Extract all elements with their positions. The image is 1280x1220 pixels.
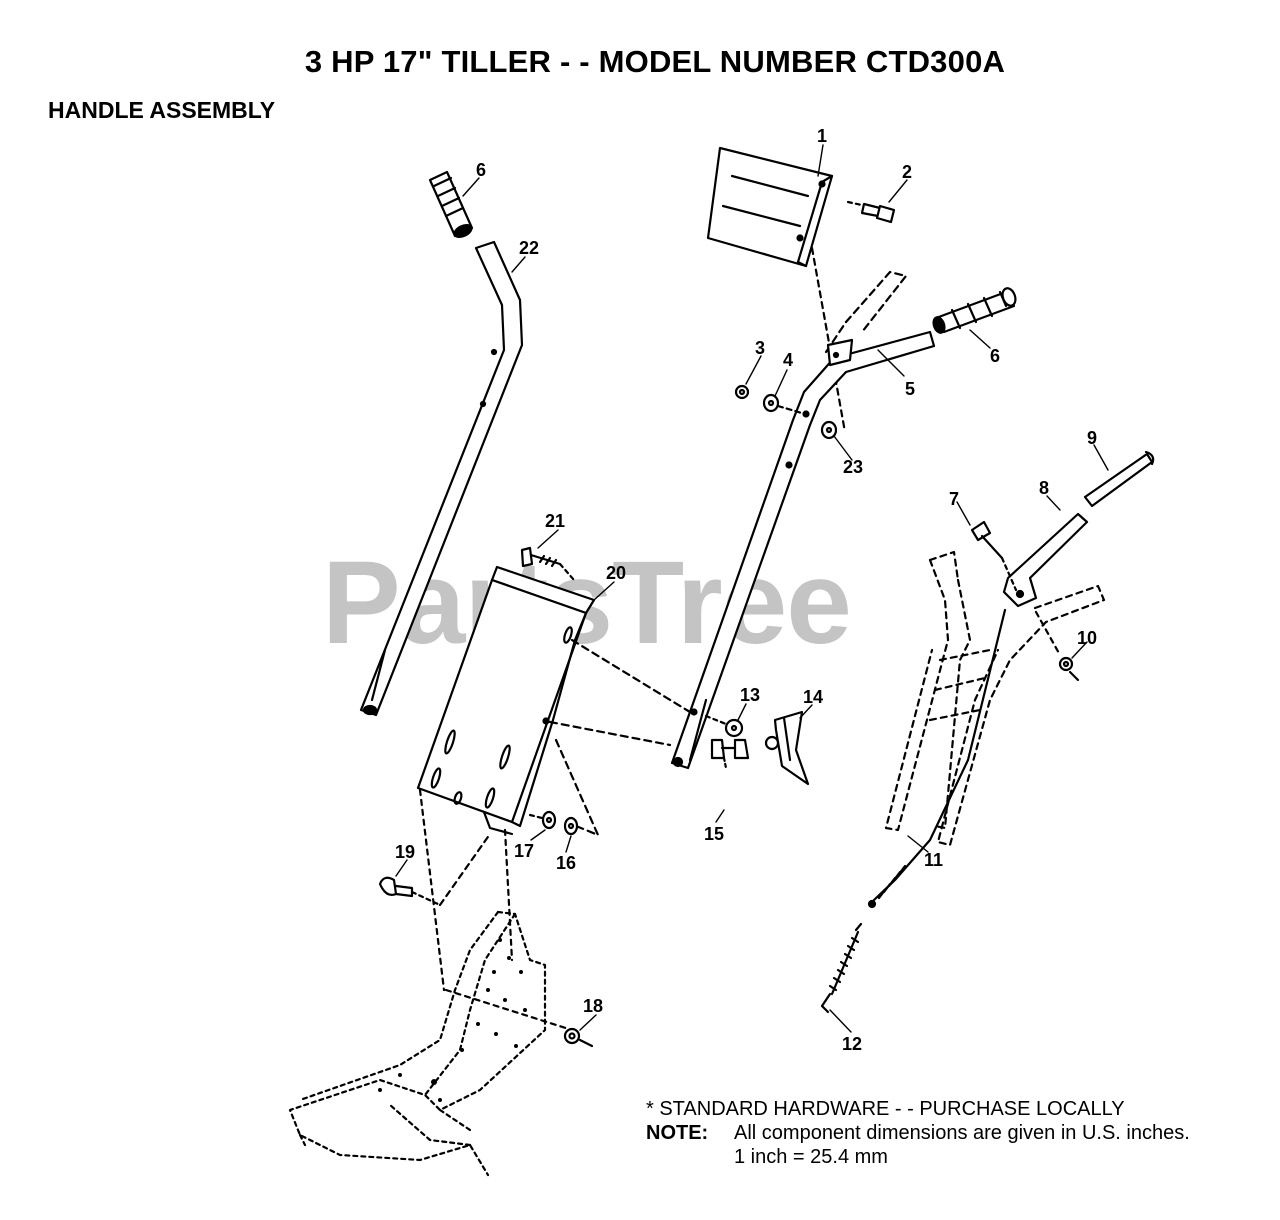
flat-washer-17[interactable] — [541, 810, 557, 830]
callout-19: 19 — [395, 842, 415, 862]
carriage-bolt-15[interactable] — [710, 738, 750, 770]
right-handle-grip[interactable] — [932, 286, 1018, 334]
callout-15: 15 — [704, 824, 724, 844]
screw-2[interactable] — [846, 200, 896, 224]
callout-9: 9 — [1087, 428, 1097, 448]
frame-mount-lines — [418, 788, 574, 1032]
callout-20: 20 — [606, 563, 626, 583]
section-title: HANDLE ASSEMBLY — [48, 97, 276, 123]
hex-nut-18[interactable] — [563, 1027, 594, 1048]
flat-washer-23[interactable] — [820, 420, 838, 440]
callout-8: 8 — [1039, 478, 1049, 498]
note-label: NOTE: — [646, 1122, 709, 1144]
hex-nut-10[interactable] — [1034, 610, 1080, 682]
standard-hardware-note: * STANDARD HARDWARE - - PURCHASE LOCALLY — [646, 1098, 1125, 1120]
callout-3: 3 — [755, 338, 765, 358]
handle-bracket[interactable] — [416, 565, 596, 836]
upper-handle-outline — [824, 270, 908, 354]
note-line-1: All component dimensions are given in U.… — [734, 1122, 1190, 1144]
tiller-frame-outline — [288, 910, 547, 1177]
callout-11: 11 — [924, 850, 943, 870]
bracket-bolt-lines — [548, 638, 692, 837]
frame-holes — [378, 938, 527, 1102]
notes-block: * STANDARD HARDWARE - - PURCHASE LOCALLY… — [646, 1097, 1190, 1169]
control-cable[interactable] — [867, 608, 1007, 909]
callout-23: 23 — [843, 457, 863, 477]
callout-4: 4 — [783, 350, 793, 370]
callout-21: 21 — [545, 511, 565, 531]
callout-18: 18 — [583, 996, 603, 1016]
callout-1: 1 — [817, 126, 827, 146]
console-plate[interactable] — [706, 146, 847, 434]
bolt-line — [776, 404, 807, 416]
hex-nut-3[interactable] — [734, 384, 750, 400]
callout-10: 10 — [1077, 628, 1097, 648]
callout-12: 12 — [842, 1034, 862, 1054]
callout-2: 2 — [902, 162, 912, 182]
note-line-2: 1 inch = 25.4 mm — [734, 1146, 888, 1168]
bolt-19[interactable] — [378, 832, 492, 907]
callout-leaders — [395, 144, 1109, 1033]
engage-lever[interactable] — [1002, 512, 1089, 608]
bolt-7[interactable] — [970, 520, 1018, 592]
flat-washer-4[interactable] — [762, 393, 780, 413]
bolt-21[interactable] — [520, 546, 576, 582]
callout-17: 17 — [514, 841, 534, 861]
left-handle-grip[interactable] — [428, 170, 474, 239]
callout-labels: 6 22 1 2 3 4 5 6 23 9 8 7 10 11 12 13 14… — [395, 126, 1097, 1054]
page-title: 3 HP 17" TILLER - - MODEL NUMBER CTD300A — [304, 44, 1006, 79]
callout-22: 22 — [519, 238, 539, 258]
cable-spring[interactable] — [820, 922, 863, 1014]
lever-grip[interactable] — [1083, 450, 1155, 508]
callout-6-right: 6 — [990, 346, 1000, 366]
callout-5: 5 — [905, 379, 915, 399]
callout-16: 16 — [556, 853, 576, 873]
callout-6-left: 6 — [476, 160, 486, 180]
lock-washer-16[interactable] — [528, 813, 579, 836]
callout-13: 13 — [740, 685, 760, 705]
callout-7: 7 — [949, 489, 959, 509]
callout-14: 14 — [803, 687, 823, 707]
knob-14[interactable] — [764, 710, 810, 786]
handle-phantom-outline — [884, 550, 1106, 847]
dimensions-note: NOTE: All component dimensions are given … — [646, 1121, 1190, 1145]
flat-washer-13[interactable] — [704, 714, 744, 738]
left-handle-bar[interactable] — [359, 240, 524, 717]
